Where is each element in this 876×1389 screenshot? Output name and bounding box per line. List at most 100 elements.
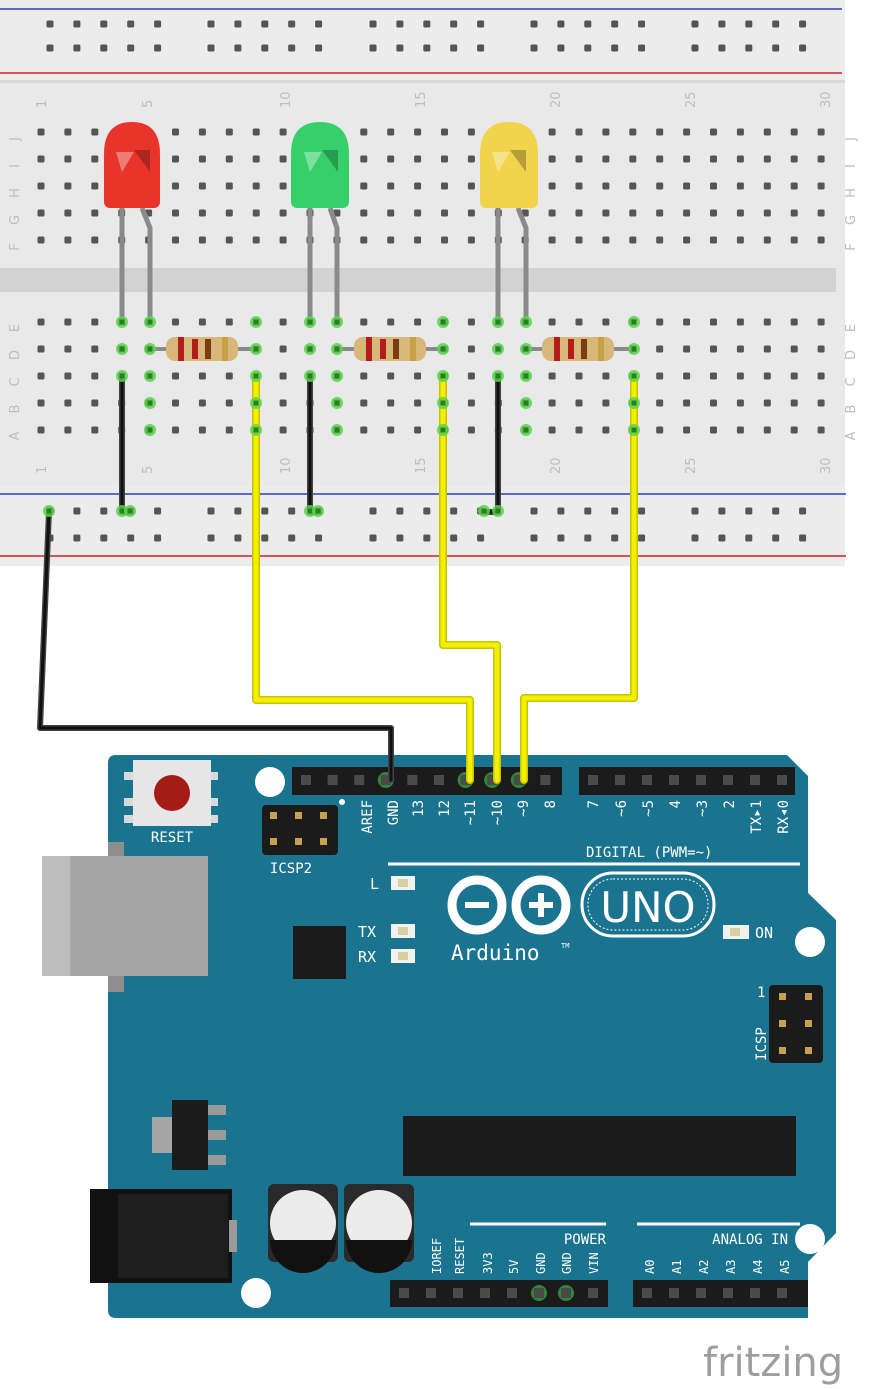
- breadboard-hole: [656, 236, 664, 244]
- breadboard-hole: [261, 534, 269, 542]
- breadboard-hole: [467, 209, 475, 217]
- breadboard-hole: [207, 507, 215, 515]
- pin-label-a3: A3: [724, 1260, 738, 1274]
- breadboard-hole: [225, 155, 233, 163]
- header-pin: [669, 1288, 679, 1298]
- breadboard-hole: [584, 534, 592, 542]
- breadboard-hole: [656, 426, 664, 434]
- usb-connector: [42, 842, 208, 992]
- connected-hole: [43, 505, 55, 517]
- connected-hole: [116, 316, 128, 328]
- icsp2-header: [262, 799, 345, 855]
- breadboard-hole: [279, 372, 287, 380]
- breadboard-hole: [763, 155, 771, 163]
- breadboard-hole: [629, 209, 637, 217]
- breadboard-hole: [172, 372, 179, 380]
- breadboard-hole: [37, 399, 45, 407]
- breadboard-hole: [683, 345, 691, 353]
- breadboard-hole: [817, 426, 825, 434]
- breadboard-hole: [575, 236, 583, 244]
- breadboard-hole: [799, 20, 807, 28]
- breadboard-hole: [387, 182, 395, 190]
- connected-hole: [250, 370, 262, 382]
- pin-label-6: ~6: [614, 800, 630, 817]
- breadboard-hole: [548, 128, 556, 136]
- breadboard-hole: [521, 209, 529, 217]
- connected-hole: [144, 370, 156, 382]
- pin-label-5: ~5: [641, 800, 657, 817]
- breadboard-hole: [387, 399, 395, 407]
- row-letter: C: [844, 377, 859, 386]
- brand-name: Arduino: [451, 941, 540, 965]
- header-pin: [723, 1288, 733, 1298]
- breadboard-hole: [683, 426, 691, 434]
- breadboard-hole: [575, 318, 583, 326]
- breadboard-hole: [91, 399, 99, 407]
- breadboard-hole: [548, 182, 556, 190]
- breadboard-hole: [683, 236, 691, 244]
- reset-label: RESET: [151, 830, 194, 846]
- breadboard-hole: [207, 44, 215, 52]
- reset-button[interactable]: [124, 760, 218, 826]
- breadboard-hole: [817, 155, 825, 163]
- breadboard-hole: [252, 128, 260, 136]
- connected-hole: [304, 370, 316, 382]
- power-caption: POWER: [564, 1232, 607, 1248]
- breadboard-hole: [37, 345, 45, 353]
- breadboard-hole: [64, 318, 72, 326]
- breadboard-hole: [414, 155, 422, 163]
- connected-hole: [520, 370, 532, 382]
- breadboard-hole: [91, 236, 99, 244]
- breadboard-hole: [414, 236, 422, 244]
- col-number: 15: [414, 457, 429, 474]
- breadboard-hole: [37, 128, 45, 136]
- breadboard-hole: [360, 426, 368, 434]
- header-pin: [426, 1288, 436, 1298]
- breadboard-hole: [279, 236, 287, 244]
- breadboard-hole: [37, 182, 45, 190]
- breadboard-hole: [198, 236, 206, 244]
- pin-label-7: 7: [586, 800, 602, 808]
- breadboard-hole: [772, 534, 780, 542]
- breadboard-hole: [396, 20, 404, 28]
- header-pin: [407, 775, 418, 785]
- pin-label-a5: A5: [778, 1260, 792, 1274]
- pin-label-a2: A2: [697, 1260, 711, 1274]
- breadboard-hole: [817, 345, 825, 353]
- breadboard-hole: [37, 236, 45, 244]
- pin-label-rx0: RX◂0: [776, 800, 792, 834]
- icsp-header: [769, 985, 823, 1063]
- breadboard-hole: [387, 236, 395, 244]
- row-letter: B: [8, 405, 23, 414]
- connected-hole: [437, 370, 449, 382]
- breadboard-hole: [467, 182, 475, 190]
- breadboard-hole: [91, 426, 99, 434]
- breadboard-hole: [252, 155, 260, 163]
- breadboard-hole: [548, 372, 556, 380]
- breadboard-hole: [575, 182, 583, 190]
- analog-labels: A0 A1 A2 A3 A4 A5: [643, 1260, 792, 1274]
- pin-label-aref: AREF: [360, 800, 376, 834]
- bottom-power-rail: [0, 486, 845, 566]
- connected-hole: [144, 424, 156, 436]
- breadboard-hole: [656, 372, 664, 380]
- breadboard-hole: [360, 399, 368, 407]
- breadboard-hole: [64, 155, 72, 163]
- breadboard-hole: [91, 128, 99, 136]
- breadboard-hole: [91, 318, 99, 326]
- header-pin: [723, 775, 733, 785]
- breadboard-hole: [638, 507, 646, 515]
- breadboard-hole: [683, 155, 691, 163]
- breadboard-hole: [548, 399, 556, 407]
- breadboard-hole: [548, 318, 556, 326]
- breadboard-hole: [261, 20, 269, 28]
- col-number: 5: [141, 100, 156, 108]
- mounting-hole: [795, 927, 825, 957]
- breadboard-hole: [198, 372, 206, 380]
- col-number: 5: [141, 466, 156, 474]
- breadboard-hole: [154, 507, 162, 515]
- pin-label-a4: A4: [751, 1260, 765, 1274]
- breadboard-hole: [172, 209, 179, 217]
- header-pin: [453, 1288, 463, 1298]
- header-pin: [588, 1288, 598, 1298]
